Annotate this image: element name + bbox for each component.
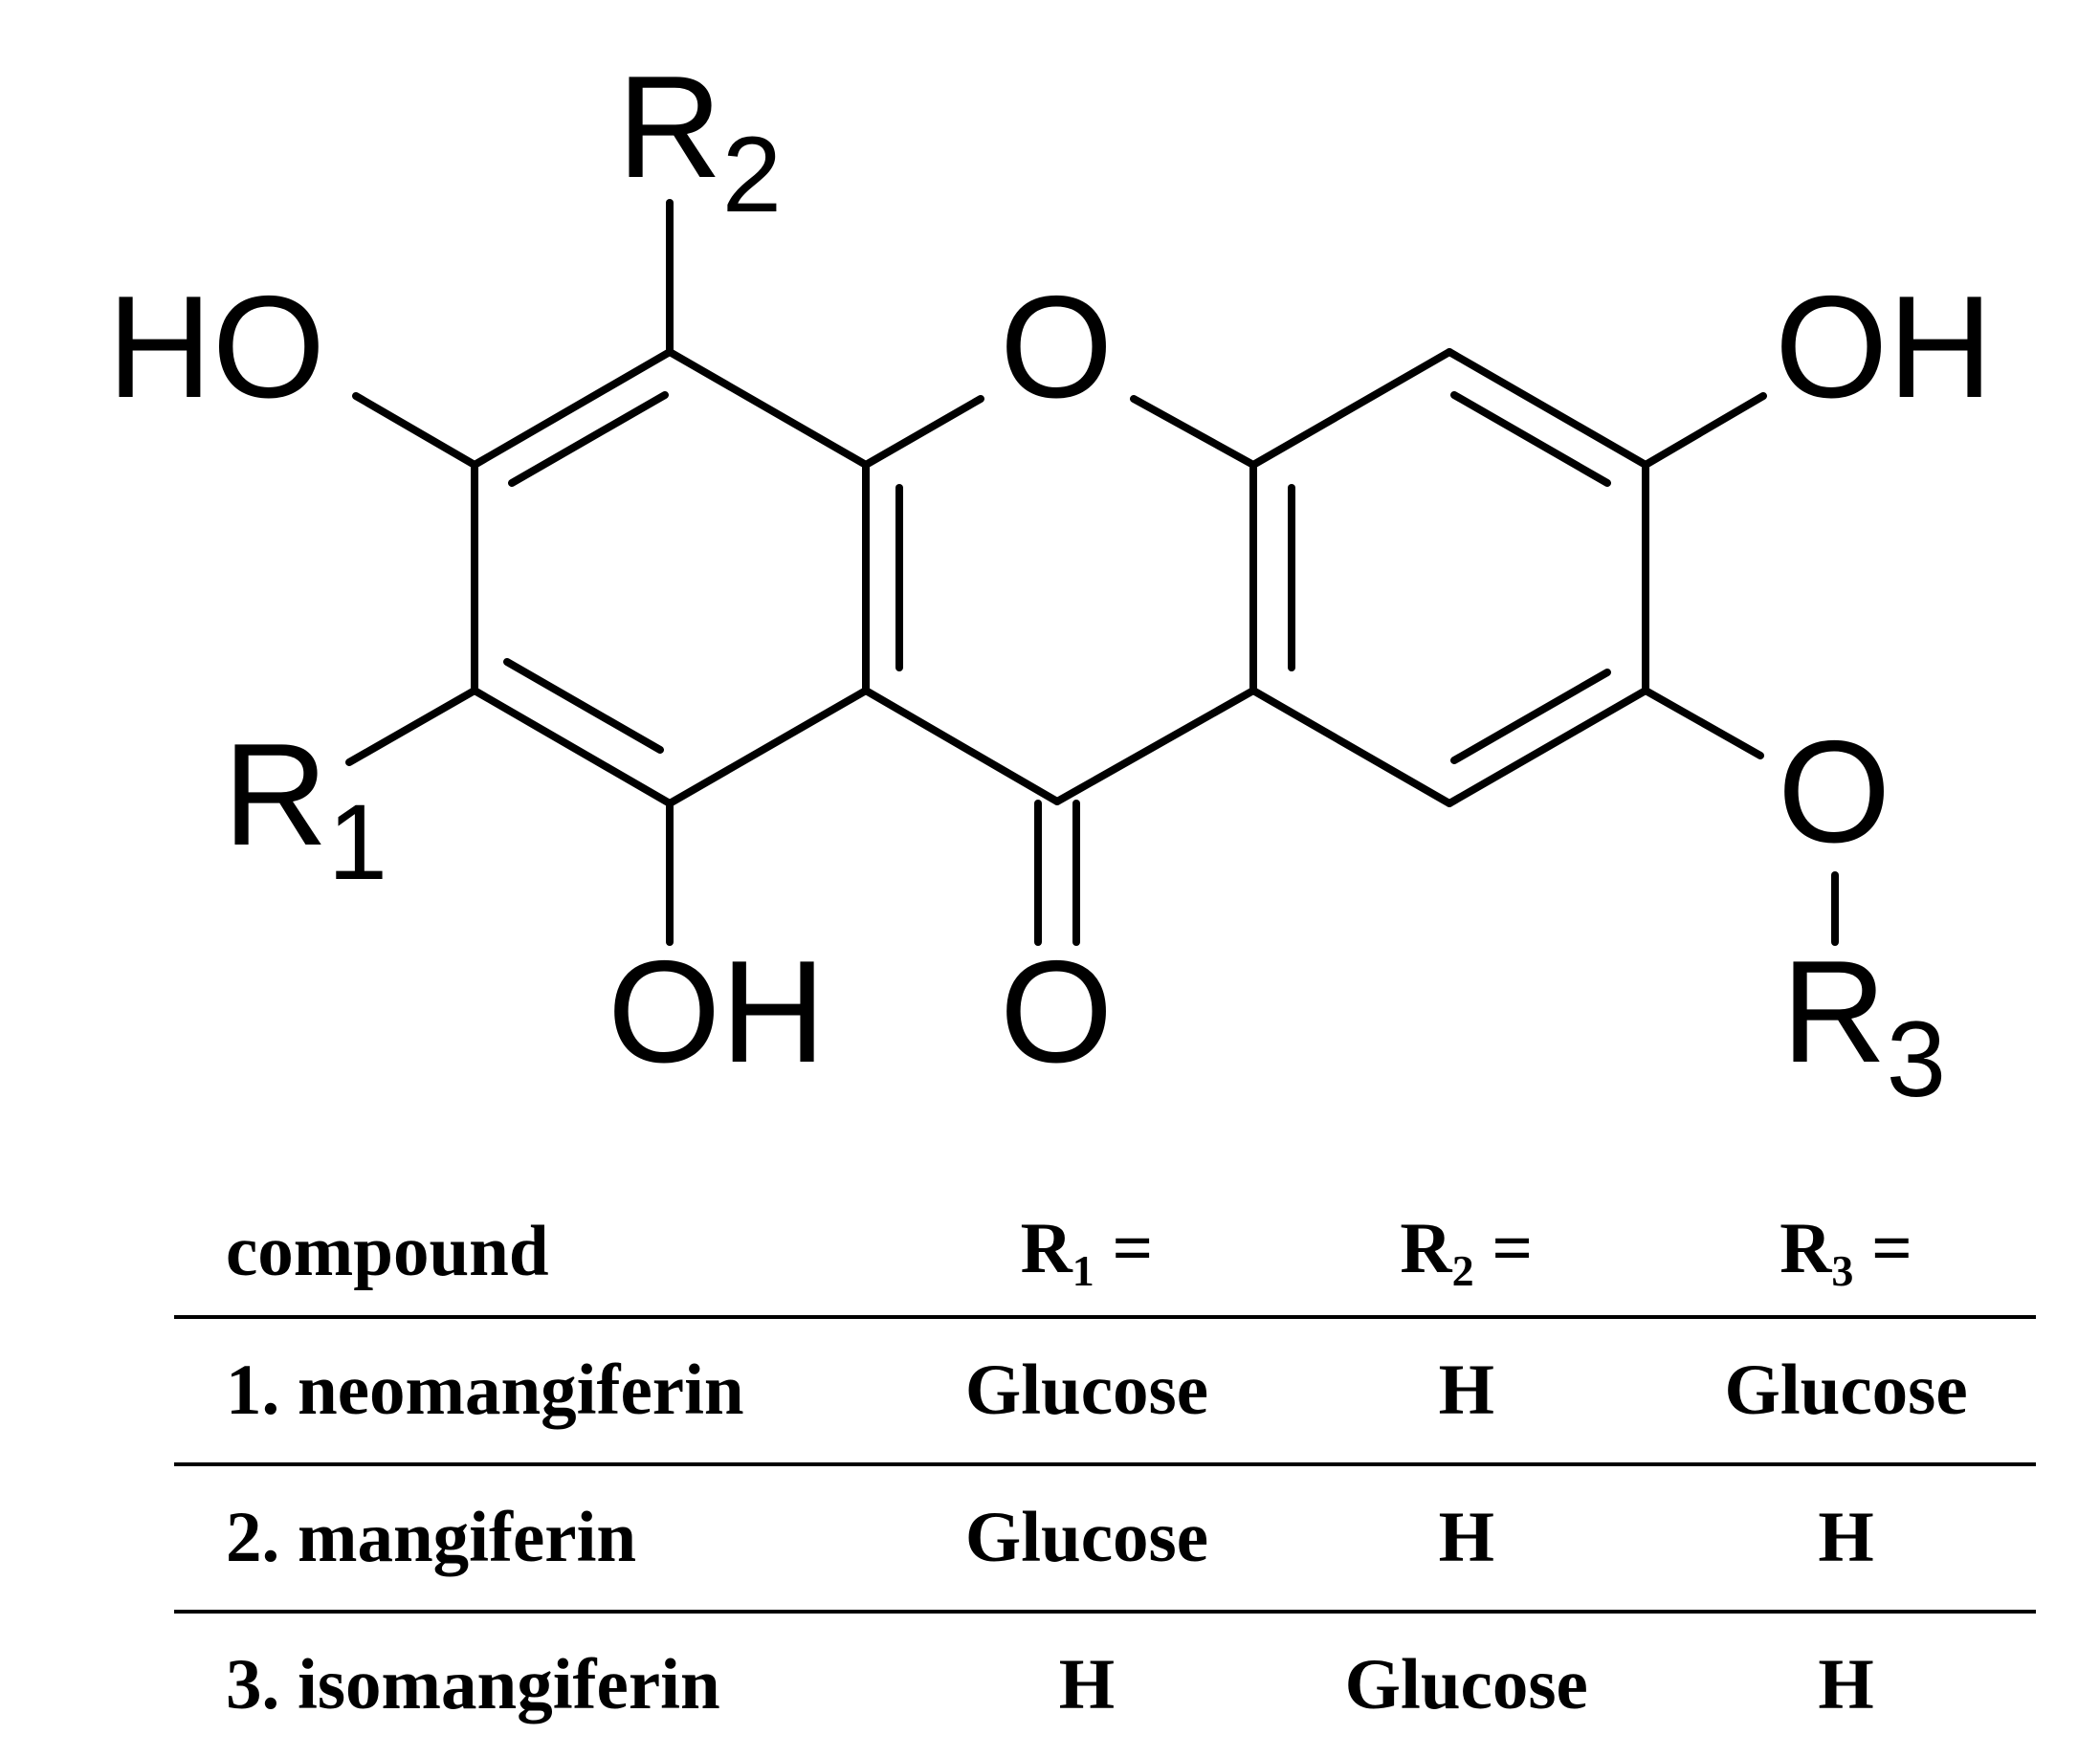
- bond: [666, 687, 870, 807]
- bond-double-inner: [1450, 669, 1611, 764]
- atom-labels: R2 HO O OH R1 OH O O R3: [107, 46, 1993, 1119]
- bond: [352, 392, 478, 469]
- header-r3-symbol: R: [1779, 1209, 1832, 1288]
- xanthone-structure: R2 HO O OH R1 OH O O R3: [107, 46, 1993, 1119]
- bond: [1053, 687, 1257, 805]
- compound-name: 1. neomangiferin: [226, 1351, 744, 1430]
- table-header: compound R1 = R2 = R3 =: [174, 1189, 2036, 1317]
- bond: [1642, 687, 1764, 759]
- header-r3-eq: =: [1871, 1209, 1912, 1288]
- ho-left-label: HO: [107, 266, 325, 428]
- bond: [1249, 348, 1453, 469]
- bond: [1249, 687, 1453, 807]
- header-r3-sub: 3: [1831, 1246, 1854, 1295]
- r2-value: H: [1438, 1498, 1494, 1577]
- r3-value: H: [1818, 1498, 1874, 1577]
- bond: [471, 348, 674, 469]
- header-r2-sub: 2: [1451, 1246, 1474, 1295]
- r1-label: R1: [223, 714, 387, 902]
- table-row: 3. isomangiferin H Glucose H: [174, 1612, 2036, 1757]
- bond-double-inner: [1450, 391, 1611, 487]
- header-r2: R2 =: [1276, 1189, 1656, 1317]
- bond: [1446, 348, 1649, 469]
- bond: [862, 395, 984, 469]
- header-r3: R3 =: [1656, 1189, 2036, 1317]
- header-r1-symbol: R: [1020, 1209, 1072, 1288]
- oh-bottom-label: OH: [608, 931, 826, 1093]
- r2-label: R2: [617, 46, 782, 234]
- bond: [471, 687, 674, 807]
- bonds: [345, 199, 1839, 946]
- bond-double-inner: [508, 391, 669, 487]
- header-r2-eq: =: [1492, 1209, 1534, 1288]
- bond: [666, 348, 870, 469]
- r1-value: Glucose: [964, 1498, 1209, 1577]
- header-r1-eq: =: [1112, 1209, 1154, 1288]
- bond-double-inner: [503, 658, 664, 754]
- oh-right-label: OH: [1775, 266, 1993, 428]
- r2-value: H: [1438, 1351, 1494, 1430]
- r2-value: Glucose: [1344, 1645, 1588, 1724]
- bond: [345, 687, 478, 766]
- r1-value: Glucose: [964, 1351, 1209, 1430]
- substituent-table: compound R1 = R2 = R3 = 1. neomangiferin…: [174, 1189, 2036, 1757]
- r3-label: R3: [1781, 931, 1946, 1119]
- bond: [1642, 392, 1767, 469]
- header-row: compound R1 = R2 = R3 =: [174, 1189, 2036, 1317]
- ether-oxygen-label: O: [1778, 711, 1890, 873]
- ring-oxygen-label: O: [1000, 266, 1113, 428]
- table-body: 1. neomangiferin Glucose H Glucose 2. ma…: [174, 1317, 2036, 1757]
- header-compound: compound: [226, 1212, 549, 1291]
- header-r1-sub: 1: [1072, 1246, 1094, 1295]
- header-r1: R1 =: [897, 1189, 1277, 1317]
- carbonyl-oxygen-label: O: [1000, 931, 1113, 1093]
- compound-name: 3. isomangiferin: [226, 1645, 720, 1724]
- bond: [1130, 395, 1257, 469]
- header-r2-symbol: R: [1400, 1209, 1452, 1288]
- r3-value: H: [1818, 1645, 1874, 1724]
- compound-name: 2. mangiferin: [226, 1498, 637, 1577]
- bond: [862, 687, 1061, 805]
- bond: [1446, 687, 1649, 807]
- r3-value: Glucose: [1724, 1351, 1968, 1430]
- table-row: 1. neomangiferin Glucose H Glucose: [174, 1317, 2036, 1464]
- r1-value: H: [1058, 1645, 1116, 1724]
- table-row: 2. mangiferin Glucose H H: [174, 1464, 2036, 1612]
